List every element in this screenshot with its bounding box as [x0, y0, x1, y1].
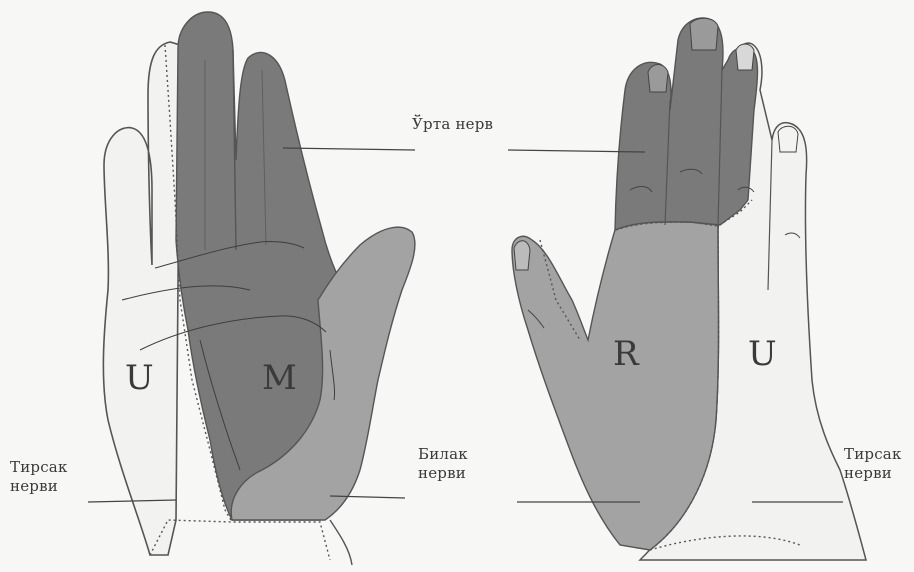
radial-nerve-label: Билак нерви: [418, 445, 468, 483]
dorsal-view-hand: [512, 18, 866, 560]
zone-letter-back-ulnar: U: [748, 334, 777, 374]
zone-letter-back-radial: R: [613, 334, 639, 374]
zone-letter-palm-median: M: [262, 358, 297, 398]
ulnar-nerve-right-line2: нерви: [844, 464, 902, 483]
zone-letter-palm-ulnar: U: [125, 358, 154, 398]
ulnar-nerve-left-label: Тирсак нерви: [10, 458, 68, 496]
radial-nerve-line1: Билак: [418, 445, 468, 464]
ulnar-nerve-right-line1: Тирсак: [844, 445, 902, 464]
ulnar-nerve-left-line2: нерви: [10, 477, 68, 496]
palm-ulnar-zone: [103, 42, 180, 555]
ulnar-nerve-left-line1: Тирсак: [10, 458, 68, 477]
radial-nerve-line2: нерви: [418, 464, 468, 483]
dorsal-radial-zone: [512, 222, 719, 550]
palm-view-hand: [103, 12, 415, 565]
ulnar-nerve-right-label: Тирсак нерви: [844, 445, 902, 483]
median-nerve-label: Ўрта нерв: [412, 115, 493, 134]
